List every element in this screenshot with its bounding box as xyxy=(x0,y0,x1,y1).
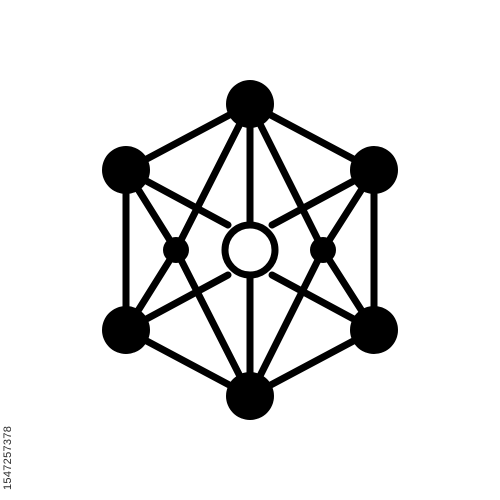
node-upper-right xyxy=(350,146,398,194)
node-bottom xyxy=(226,372,274,420)
node-center-hollow xyxy=(221,221,279,279)
node-top xyxy=(226,80,274,128)
network-nodes xyxy=(102,80,398,420)
node-upper-left xyxy=(102,146,150,194)
watermark-id-text: 1547257378 xyxy=(2,425,14,490)
node-lower-left xyxy=(102,306,150,354)
node-inner-left xyxy=(163,237,189,263)
node-inner-right xyxy=(310,237,336,263)
node-lower-right xyxy=(350,306,398,354)
